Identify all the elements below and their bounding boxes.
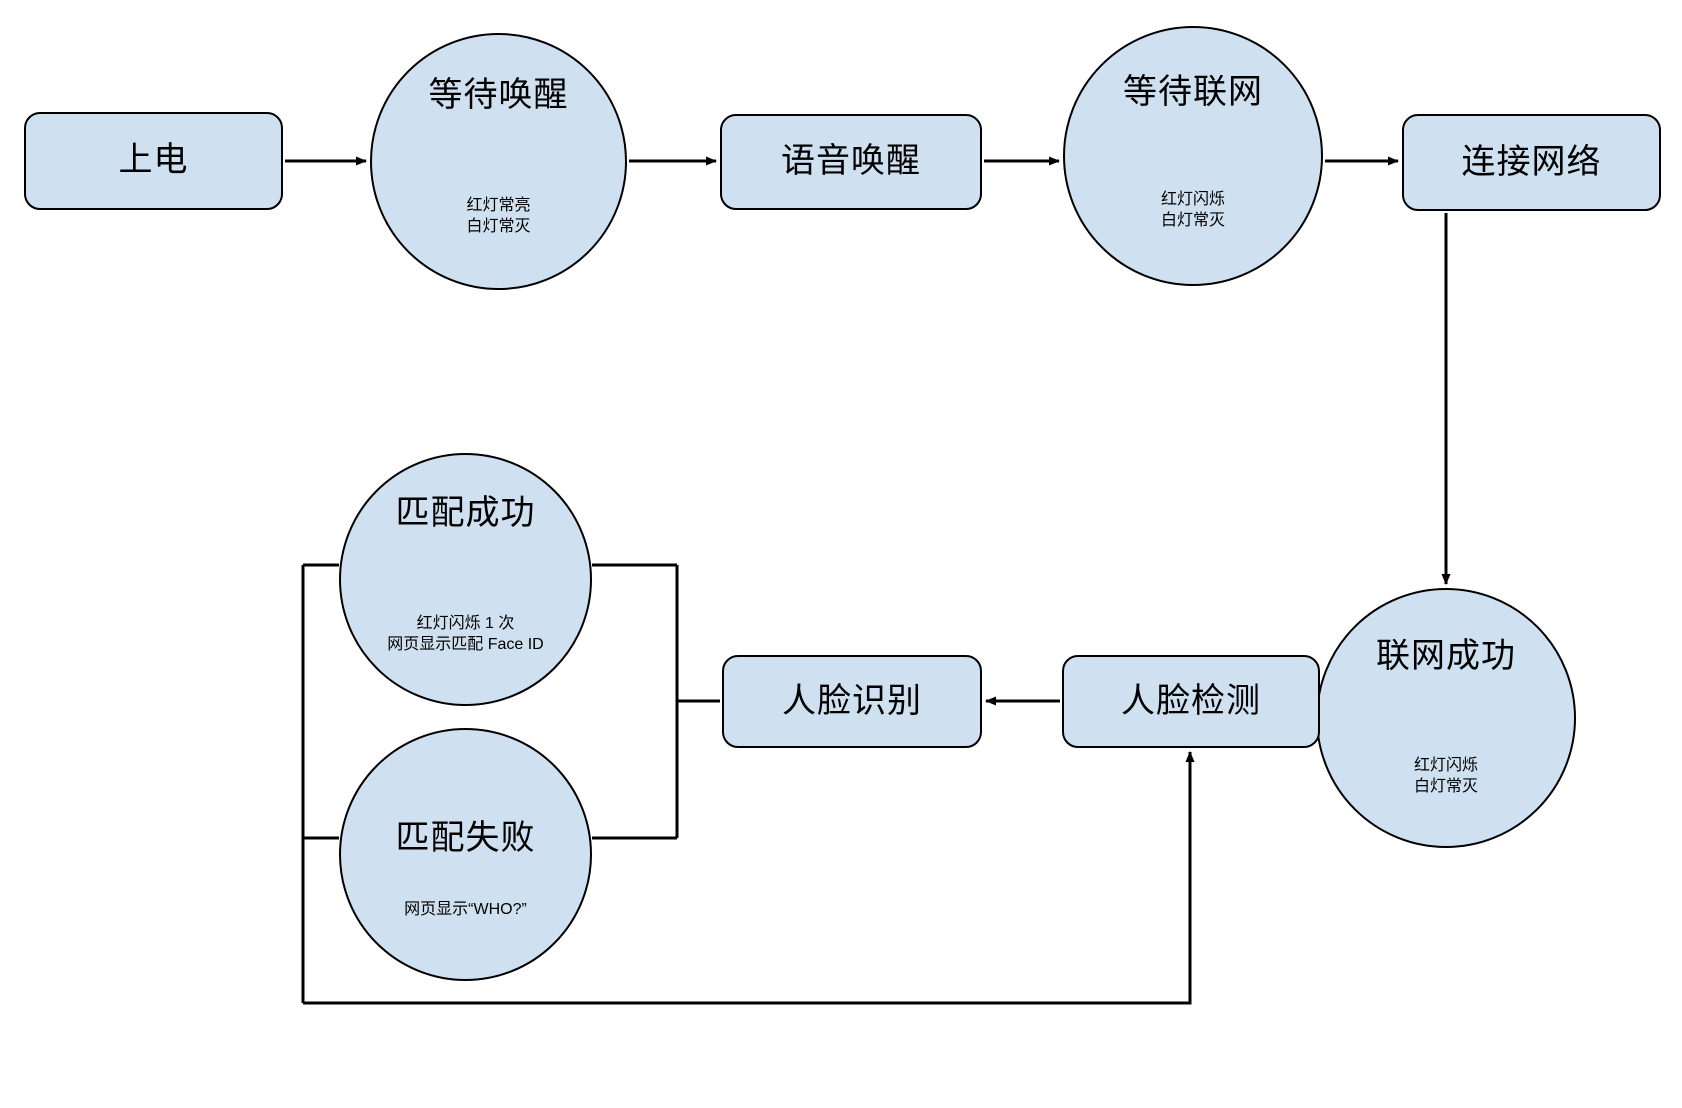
node-match-failure-sub: 网页显示“WHO?” [404, 901, 527, 919]
node-face-detection-title: 人脸检测 [1121, 681, 1261, 720]
node-waiting-wakeup[interactable]: 等待唤醒 红灯常亮 白灯常灭 [370, 33, 627, 290]
node-waiting-network-sub: 红灯闪烁 白灯常灭 [1160, 190, 1225, 230]
node-connect-network-title: 连接网络 [1461, 142, 1602, 181]
node-power-on[interactable]: 上电 [24, 112, 283, 210]
node-face-detection[interactable]: 人脸检测 [1062, 655, 1320, 748]
node-match-success[interactable]: 匹配成功 红灯闪烁 1 次 网页显示匹配 Face ID [339, 453, 592, 706]
node-waiting-network[interactable]: 等待联网 红灯闪烁 白灯常灭 [1063, 26, 1323, 286]
node-network-success-sub: 红灯闪烁 白灯常灭 [1413, 756, 1478, 796]
node-waiting-wakeup-title: 等待唤醒 [428, 76, 569, 114]
node-match-failure-title: 匹配失败 [395, 819, 536, 857]
node-match-success-title: 匹配成功 [395, 494, 536, 532]
node-face-recognition-title: 人脸识别 [782, 681, 922, 720]
node-face-recognition[interactable]: 人脸识别 [722, 655, 982, 748]
node-match-failure[interactable]: 匹配失败 网页显示“WHO?” [339, 728, 592, 981]
node-power-on-title: 上电 [118, 141, 189, 180]
edge-feedback-to-facedetect [303, 751, 1195, 1005]
node-network-success-title: 联网成功 [1376, 637, 1516, 675]
node-waiting-wakeup-sub: 红灯常亮 白灯常灭 [466, 196, 531, 236]
node-voice-wakeup-title: 语音唤醒 [781, 142, 921, 181]
node-network-success[interactable]: 联网成功 红灯闪烁 白灯常灭 [1316, 588, 1576, 848]
node-voice-wakeup[interactable]: 语音唤醒 [720, 114, 982, 210]
node-waiting-network-title: 等待联网 [1123, 73, 1263, 111]
node-match-success-sub: 红灯闪烁 1 次 网页显示匹配 Face ID [387, 614, 544, 654]
node-connect-network[interactable]: 连接网络 [1402, 114, 1661, 211]
